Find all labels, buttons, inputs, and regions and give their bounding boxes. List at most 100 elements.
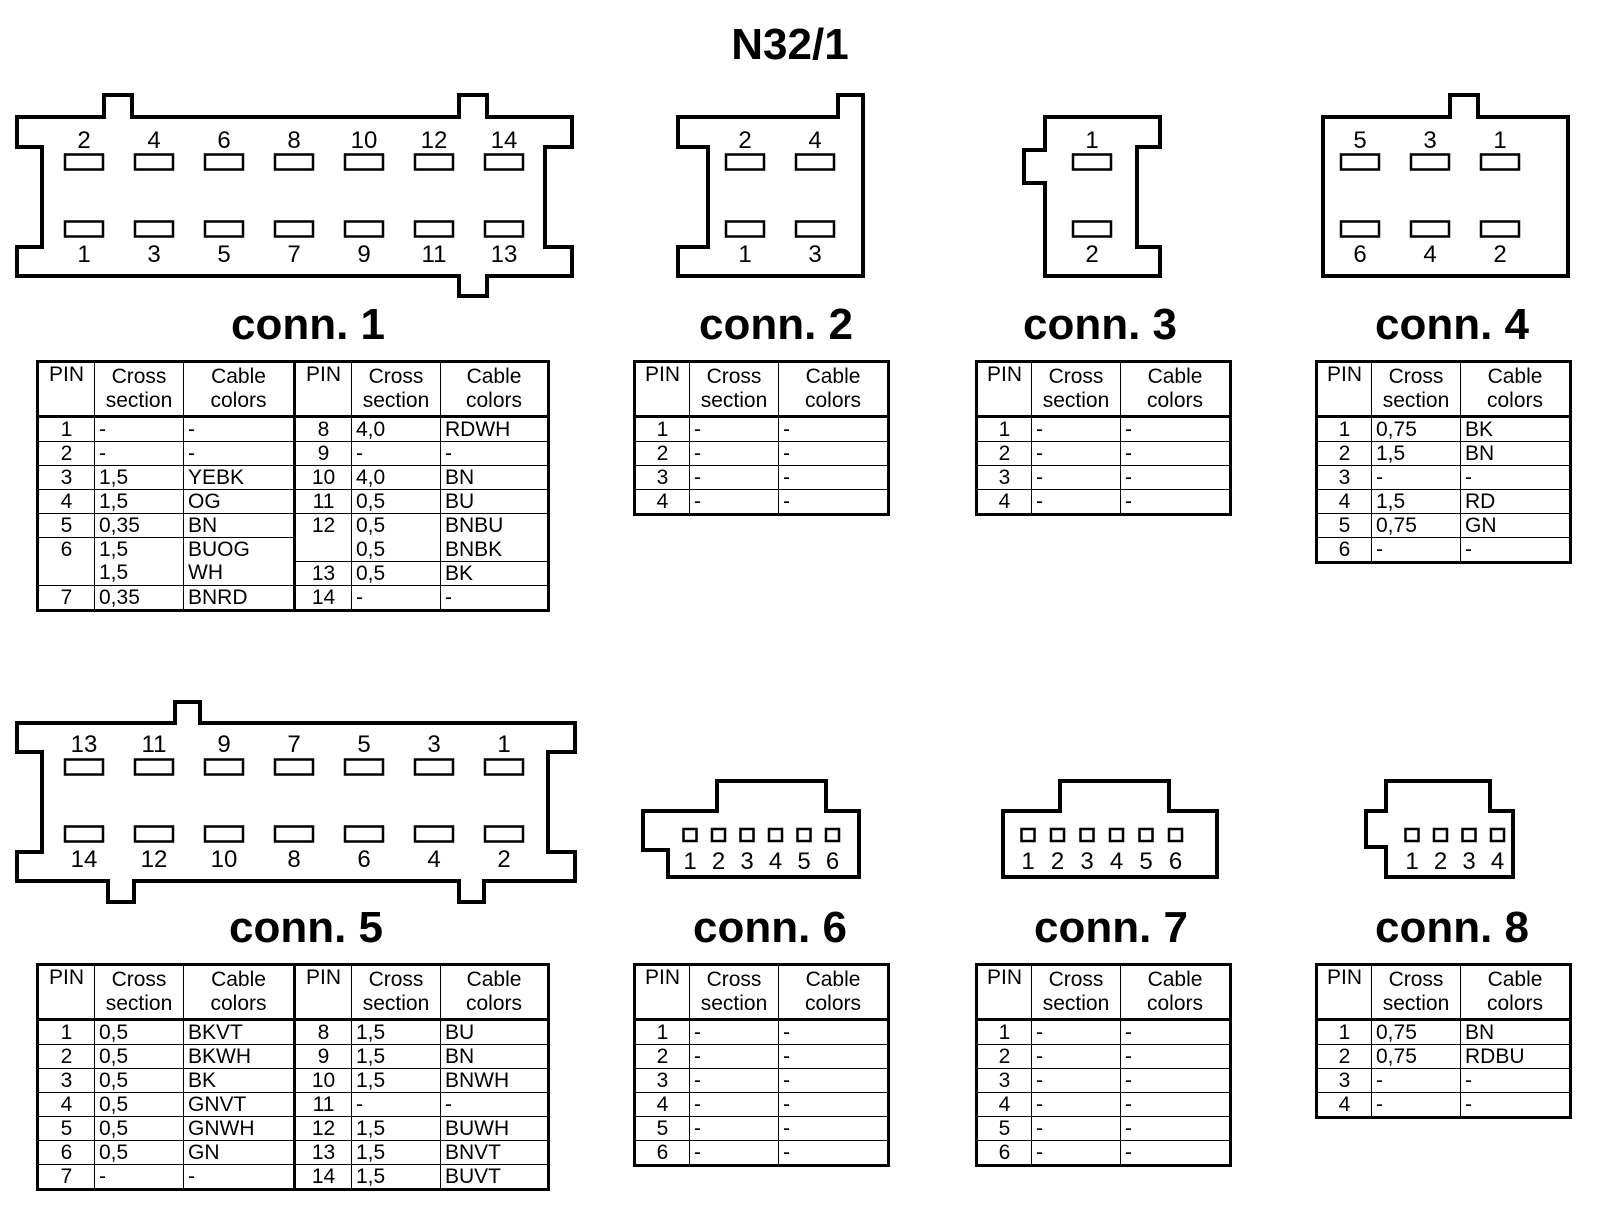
cable-color-cell: BNBK — [440, 537, 549, 562]
cross-section-cell: - — [1031, 1019, 1121, 1045]
pin-cell: 14 — [293, 1164, 352, 1190]
conn5-pin-slot — [413, 758, 455, 776]
cross-section-cell: - — [1031, 416, 1121, 442]
conn3-outline — [1022, 115, 1162, 278]
cable-color-cell: BN — [1460, 441, 1571, 466]
cable-color-cell: - — [1120, 1116, 1231, 1141]
cross-section-cell: - — [689, 416, 779, 442]
cable-color-cell: - — [1120, 1068, 1231, 1093]
cross-section-cell: - — [1371, 1092, 1461, 1118]
cable-color-cell: - — [778, 1019, 889, 1045]
pin-cell: 1 — [976, 1019, 1032, 1045]
pin-cell: 9 — [293, 441, 352, 466]
table-row: 2-- — [634, 441, 889, 466]
cross-section-cell: 0,5 — [94, 1019, 184, 1045]
table-row: 4-- — [634, 1092, 889, 1117]
pin-header: PIN — [293, 964, 352, 1021]
conn2-pin-slot — [724, 153, 766, 171]
conn4-pin-number: 4 — [1423, 241, 1436, 268]
pin-cell: 7 — [37, 1164, 95, 1190]
cable-color-cell: BKWH — [183, 1044, 295, 1069]
conn6-pin-slot — [824, 827, 841, 843]
conn1-pin-number: 4 — [147, 127, 160, 154]
table-row: 2-- — [976, 1044, 1231, 1069]
cable-color-cell: BNWH — [440, 1068, 549, 1093]
cross-section-cell: 1,5 — [1371, 489, 1461, 514]
pin-cell: 3 — [634, 465, 690, 490]
conn7-pin-number: 5 — [1139, 848, 1152, 875]
cable-color-cell: - — [1120, 1044, 1231, 1069]
cross-section-cell: - — [1031, 489, 1121, 515]
pin-cell: 6 — [976, 1140, 1032, 1166]
cross-section-cell: - — [1031, 1068, 1121, 1093]
table-row: 4-- — [976, 489, 1231, 515]
cable-color-cell: - — [1120, 416, 1231, 442]
cable-color-cell: - — [778, 465, 889, 490]
cross-section-cell: 0,75 — [1371, 1044, 1461, 1069]
conn2-pin-slot — [794, 220, 836, 238]
conn7-pin-slot — [1020, 827, 1036, 843]
pin-cell: 12 — [293, 513, 352, 562]
cable-color-cell: - — [778, 1116, 889, 1141]
conn6-pin-number: 5 — [797, 848, 810, 875]
cross-section-cell: 1,5 — [351, 1019, 441, 1045]
conn7-pin-number: 4 — [1110, 848, 1123, 875]
conn2-pin-number: 4 — [808, 127, 821, 154]
conn6-pin-slot — [796, 827, 812, 843]
pin-cell: 10 — [293, 1068, 352, 1093]
pin-cell: 3 — [976, 1068, 1032, 1093]
cross-section-cell: - — [689, 1116, 779, 1141]
cable-color-cell: GN — [183, 1140, 295, 1165]
cross-section-cell: 4,0 — [351, 465, 441, 490]
cable-color-cell: - — [183, 441, 295, 466]
cross-section-cell: - — [94, 441, 184, 466]
conn1-pin-slot — [273, 153, 315, 171]
cable-color-cell: - — [440, 584, 549, 611]
conn6-pin-number: 3 — [740, 848, 753, 875]
cable-color-cell: - — [778, 1068, 889, 1093]
conn4-pin-slot — [1409, 153, 1451, 171]
cable-color-cell: - — [183, 416, 295, 442]
conn4-pin-number: 1 — [1493, 127, 1506, 154]
cable-color-cell: BUWH — [440, 1116, 549, 1141]
table-row: 2-- — [976, 441, 1231, 466]
conn4-pin-number: 5 — [1353, 127, 1366, 154]
table-row: 3-- — [1316, 1068, 1571, 1093]
cable-color-cell: BN — [440, 1044, 549, 1069]
conn1-pin-number: 8 — [287, 127, 300, 154]
table-row: 3-- — [976, 465, 1231, 490]
cross-section-cell: 0,5 — [94, 1140, 184, 1165]
cable-color-cell: BN — [1460, 1019, 1571, 1045]
conn5-pin-slot — [203, 758, 245, 776]
conn1-pin-number: 6 — [217, 127, 230, 154]
pin-cell: 11 — [293, 1092, 352, 1117]
pin-cell: 1 — [976, 416, 1032, 442]
pin-cell: 5 — [37, 1116, 95, 1141]
cable-color-cell: OG — [183, 489, 295, 514]
conn1-pin-number: 2 — [77, 127, 90, 154]
page-title: N32/1 — [731, 20, 849, 69]
cross-section-cell: - — [689, 1068, 779, 1093]
conn4-title: conn. 4 — [1374, 300, 1530, 349]
table-row: 4-- — [1316, 1092, 1571, 1118]
pin-cell: 1 — [634, 416, 690, 442]
cross-section-cell: - — [689, 1044, 779, 1069]
conn7-outline — [1001, 779, 1219, 879]
cable-color-cell: RDWH — [440, 416, 549, 442]
conn8-pin-slot — [1404, 827, 1420, 843]
cable-color-cell: - — [1460, 1092, 1571, 1118]
